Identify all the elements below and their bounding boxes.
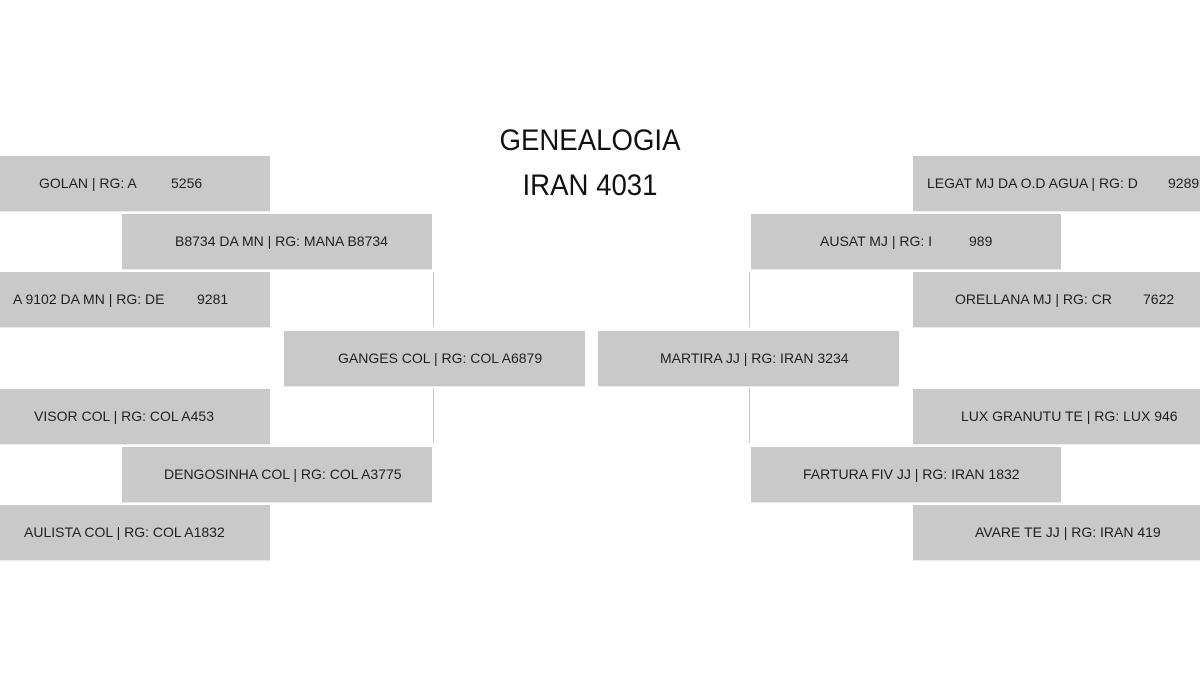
pedigree-name: LEGAT MJ DA O.D AGUA | RG: D [927,175,1138,191]
connector-line-right-top [749,272,750,327]
connector-line-right-bottom [749,388,750,443]
pedigree-name: DENGOSINHA COL | RG: COL A3775 [164,466,402,482]
pedigree-rg-number: 5256 [171,175,203,191]
pedigree-rg-number: 9289 [1168,175,1200,191]
pedigree-name: GOLAN | RG: A [39,175,137,191]
pedigree-name: A 9102 DA MN | RG: DE [13,291,165,307]
pedigree-box-sire-sire-sire: GOLAN | RG: A 5256 [0,156,270,211]
pedigree-box-sire-dam-sire: VISOR COL | RG: COL A453 [0,389,270,444]
pedigree-box-dam-dam: FARTURA FIV JJ | RG: IRAN 1832 [751,447,1061,502]
pedigree-box-dam-sire: AUSAT MJ | RG: I 989 [751,214,1061,269]
pedigree-box-dam-sire-dam: ORELLANA MJ | RG: CR 7622 [913,272,1200,327]
pedigree-name: AULISTA COL | RG: COL A1832 [24,524,225,540]
pedigree-box-dam: MARTIRA JJ | RG: IRAN 3234 [598,331,899,386]
pedigree-rg-number: 9281 [197,291,229,307]
connector-line-left-top [433,272,434,327]
pedigree-rg-number: 989 [969,233,993,249]
connector-line-left-bottom [433,388,434,443]
pedigree-box-dam-dam-sire: LUX GRANUTU TE | RG: LUX 946 [913,389,1200,444]
pedigree-box-sire: GANGES COL | RG: COL A6879 [284,331,585,386]
pedigree-box-sire-dam: DENGOSINHA COL | RG: COL A3775 [122,447,432,502]
pedigree-name: VISOR COL | RG: COL A453 [34,408,214,424]
pedigree-box-dam-dam-dam: AVARE TE JJ | RG: IRAN 419 [913,505,1200,560]
pedigree-name: LUX GRANUTU TE | RG: LUX 946 [961,408,1178,424]
pedigree-name: AUSAT MJ | RG: I [820,233,933,249]
pedigree-name: FARTURA FIV JJ | RG: IRAN 1832 [803,466,1020,482]
pedigree-rg-number: 7622 [1143,291,1175,307]
pedigree-name: MARTIRA JJ | RG: IRAN 3234 [660,350,849,366]
pedigree-name: B8734 DA MN | RG: MANA B8734 [175,233,388,249]
pedigree-name: AVARE TE JJ | RG: IRAN 419 [975,524,1161,540]
pedigree-box-sire-sire-dam: A 9102 DA MN | RG: DE 9281 [0,272,270,327]
pedigree-box-sire-sire: B8734 DA MN | RG: MANA B8734 [122,214,432,269]
pedigree-box-dam-sire-sire: LEGAT MJ DA O.D AGUA | RG: D 9289 [913,156,1200,211]
animal-id-title: IRAN 4031 [522,169,658,202]
page-title: GENEALOGIA [499,124,681,157]
pedigree-box-sire-dam-dam: AULISTA COL | RG: COL A1832 [0,505,270,560]
pedigree-name: ORELLANA MJ | RG: CR [955,291,1112,307]
pedigree-name: GANGES COL | RG: COL A6879 [338,350,543,366]
